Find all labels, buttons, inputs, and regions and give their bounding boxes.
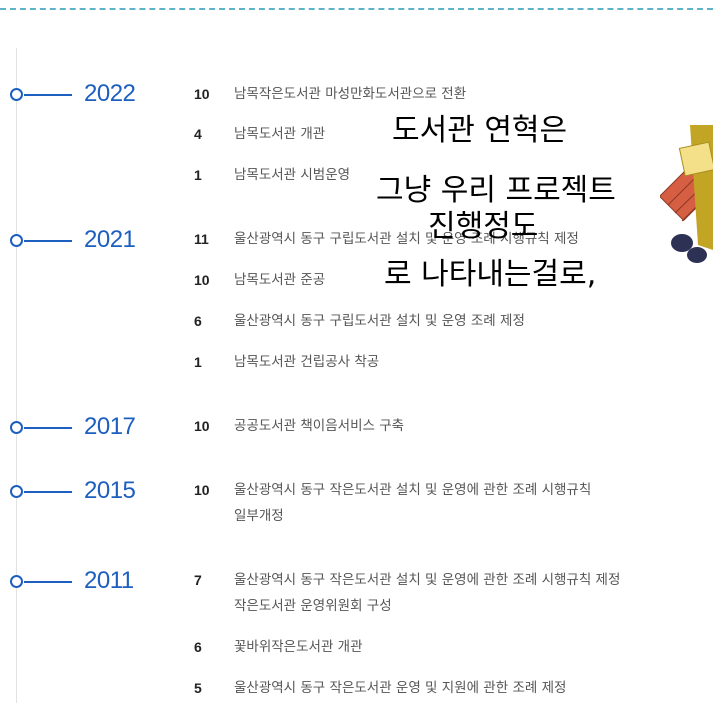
event-text: 울산광역시 동구 작은도서관 설치 및 운영에 관한 조례 시행규칙 [234,482,592,498]
year-label: 2021 [84,226,136,253]
event-text: 울산광역시 동구 구립도서관 설치 및 운영 조례 시행규칙 제정 [234,231,579,247]
timeline-connector [24,427,72,429]
timeline-node [10,421,23,434]
handwritten-line: 그냥 우리 프로젝트 [376,173,616,208]
year-label: 2017 [84,413,136,440]
month-label: 10 [194,86,210,102]
event-text: 남목도서관 준공 [234,272,326,288]
timeline-node [10,88,23,101]
year-label: 2011 [84,567,134,594]
month-label: 10 [194,272,210,288]
month-label: 10 [194,418,210,434]
month-label: 5 [194,680,202,696]
month-label: 11 [194,231,209,247]
month-label: 1 [194,354,202,370]
month-label: 6 [194,313,202,329]
timeline-node [10,234,23,247]
handwritten-line: 진행정도 [428,209,538,244]
event-text-continued: 일부개정 [234,508,284,524]
timeline-connector [24,240,72,242]
handwritten-line: 도서관 연혁은 [392,113,567,148]
timeline-node [10,485,23,498]
month-label: 7 [194,572,202,588]
event-text: 울산광역시 동구 작은도서관 설치 및 운영에 관한 조례 시행규칙 제정 [234,572,621,588]
event-text-continued: 작은도서관 운영위원회 구성 [234,598,392,614]
event-text: 남목도서관 개관 [234,126,326,142]
timeline-axis [16,48,17,703]
event-text: 울산광역시 동구 작은도서관 운영 및 지원에 관한 조례 제정 [234,680,567,696]
event-text: 남목도서관 건립공사 착공 [234,354,380,370]
event-text: 울산광역시 동구 구립도서관 설치 및 운영 조례 제정 [234,313,525,329]
month-label: 10 [194,482,210,498]
event-text: 꽃바위작은도서관 개관 [234,639,363,655]
handwritten-note: 도서관 연혁은 그냥 우리 프로젝트 진행정도 로 나타내는걸로, [360,108,713,328]
month-label: 4 [194,126,202,142]
top-dashed-divider [0,8,713,10]
month-label: 6 [194,639,202,655]
event-text: 남목도서관 시범운영 [234,167,351,183]
timeline-node [10,575,23,588]
reading-person-illustration [658,95,713,270]
event-text: 남목작은도서관 마성만화도서관으로 전환 [234,86,467,102]
timeline-connector [24,491,72,493]
handwritten-line: 로 나타내는걸로, [384,257,596,292]
month-label: 1 [194,167,202,183]
timeline-connector [24,94,72,96]
year-label: 2022 [84,80,136,107]
year-label: 2015 [84,477,136,504]
timeline-connector [24,581,72,583]
event-text: 공공도서관 책이음서비스 구축 [234,418,405,434]
